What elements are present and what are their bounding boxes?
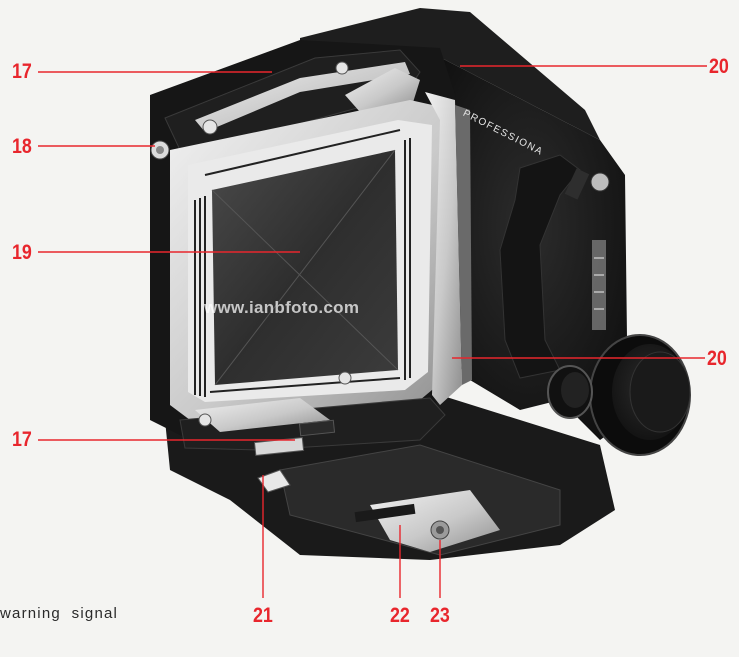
caption-warning-signal: warning signal xyxy=(0,605,119,622)
callout-20-bottom: 20 xyxy=(707,347,727,370)
callout-18: 18 xyxy=(12,135,32,158)
callout-19: 19 xyxy=(12,241,32,264)
base-plate xyxy=(279,444,561,556)
small-knob xyxy=(547,365,593,419)
focus-knob xyxy=(589,334,691,456)
callout-17-bottom: 17 xyxy=(12,428,32,451)
callout-22: 22 xyxy=(390,604,410,627)
callout-17-top: 17 xyxy=(12,60,32,83)
crank-lever xyxy=(499,154,610,379)
callout-23: 23 xyxy=(430,604,450,627)
counter-strip xyxy=(592,240,606,330)
callout-20-top: 20 xyxy=(709,55,729,78)
focusing-screen xyxy=(211,149,399,386)
leader-lines xyxy=(38,65,707,598)
bottom-latch xyxy=(179,371,446,457)
warning-signal-slot xyxy=(257,469,291,493)
callout-21: 21 xyxy=(253,604,273,627)
right-rail xyxy=(425,92,472,405)
top-latch xyxy=(164,49,421,151)
watermark: www.ianbfoto.com xyxy=(204,298,360,317)
left-knob xyxy=(150,140,170,160)
